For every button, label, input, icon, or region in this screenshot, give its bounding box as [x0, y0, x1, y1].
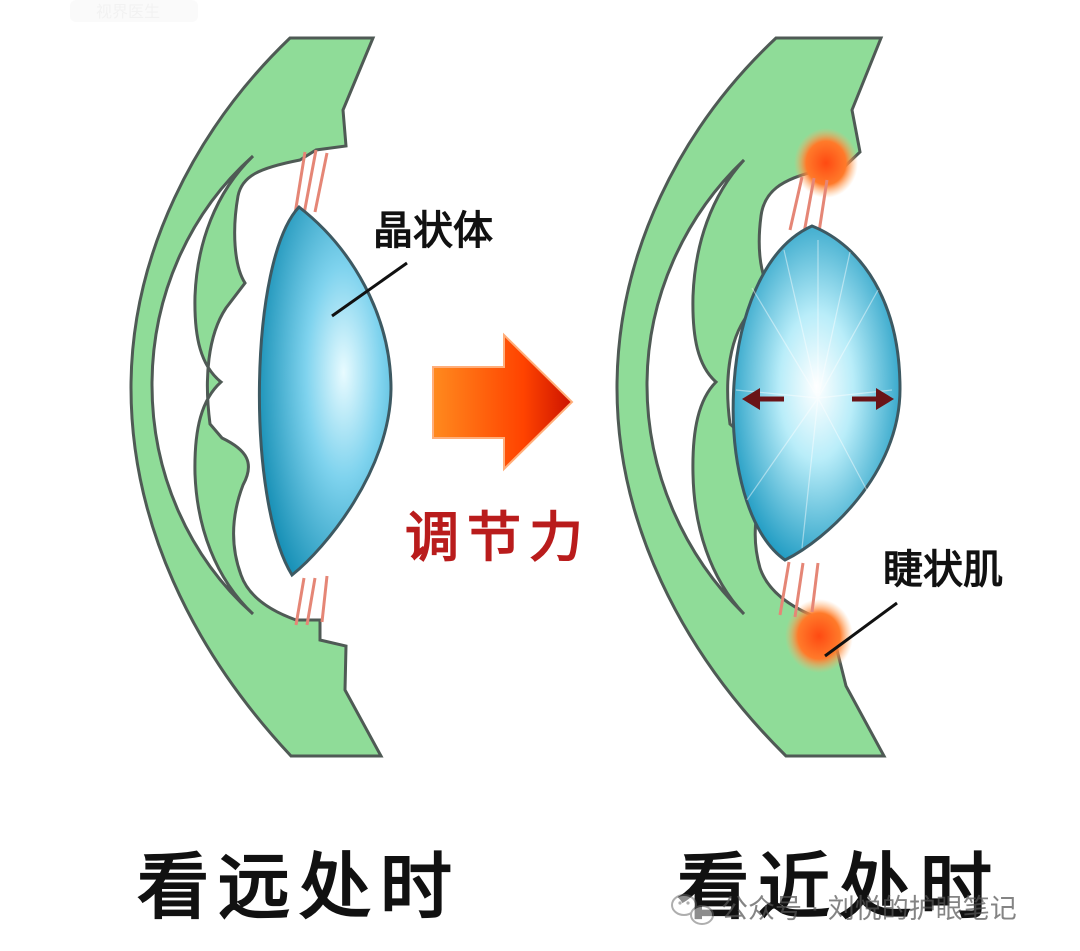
right-arrow-icon [432, 332, 574, 472]
ciliary-muscle-top [794, 128, 858, 198]
far-view-zonular-fibers [293, 149, 329, 626]
ciliary-muscle-label: 睫状肌 [883, 547, 1003, 593]
lens-label: 晶状体 [373, 208, 493, 254]
accommodation-label: 调节力 [405, 506, 591, 569]
near-view-caption: 看近处时 [677, 845, 1001, 929]
near-view-zonular-fibers [778, 176, 829, 618]
ciliary-muscle-leader-line [824, 601, 898, 658]
far-view-eye-tissue [129, 36, 384, 758]
near-view-eye [615, 36, 902, 758]
wechat-watermark: 公众号 · 刘悦的护眼笔记 [671, 894, 1017, 925]
far-view-caption: 看远处时 [137, 845, 461, 929]
wechat-icon [671, 894, 714, 925]
lens-leader-line [331, 261, 408, 318]
top-left-watermark: 视界医生 [70, 0, 198, 22]
double-arrow-icon [742, 388, 894, 410]
near-view-lens [731, 224, 902, 562]
far-view-eye [129, 36, 393, 758]
near-view-eye-tissue [615, 36, 887, 758]
watermark-text: 公众号 · 刘悦的护眼笔记 [721, 894, 1017, 925]
top-left-watermark-text: 视界医生 [96, 2, 160, 21]
far-view-lens [257, 204, 393, 578]
ciliary-muscle-bottom [785, 599, 853, 673]
